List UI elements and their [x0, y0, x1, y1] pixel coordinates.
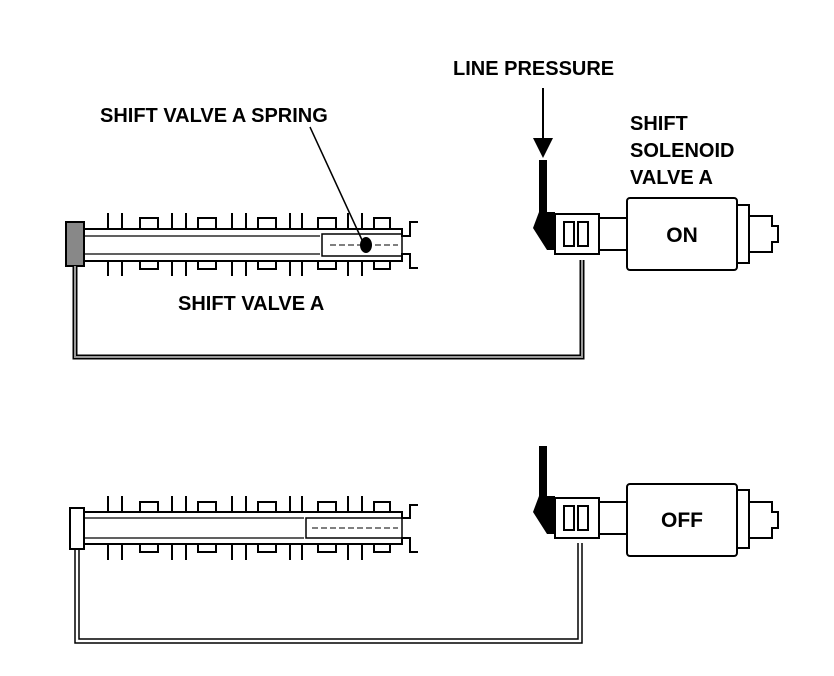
- valve-body-bottom: [69, 496, 418, 560]
- state-on-label: ON: [666, 224, 698, 247]
- feed-line-bottom: [74, 543, 583, 644]
- solenoid-valve-bottom: [554, 483, 779, 557]
- shift-valve-label: SHIFT VALVE A: [178, 293, 324, 315]
- line-pressure-label: LINE PRESSURE: [453, 58, 614, 80]
- spring-leader-line: [309, 126, 363, 241]
- spring-ball-top: [360, 237, 372, 253]
- spring-label: SHIFT VALVE A SPRING: [100, 105, 328, 127]
- top-assembly: ON: [65, 88, 779, 360]
- feed-line-top: [72, 260, 585, 360]
- bottom-assembly: OFF: [69, 446, 779, 644]
- solenoid-valve-top: [554, 197, 779, 271]
- solenoid-label-line2: SOLENOID: [630, 140, 734, 162]
- pressure-chamber-top: [65, 221, 85, 267]
- valve-body-top: [84, 213, 418, 276]
- state-off-label: OFF: [661, 509, 703, 532]
- solenoid-label-line3: VALVE A: [630, 167, 713, 189]
- line-pressure-pipe-bottom: [539, 446, 547, 496]
- solenoid-label-line1: SHIFT: [630, 113, 688, 135]
- line-pressure-pipe-top: [539, 160, 547, 212]
